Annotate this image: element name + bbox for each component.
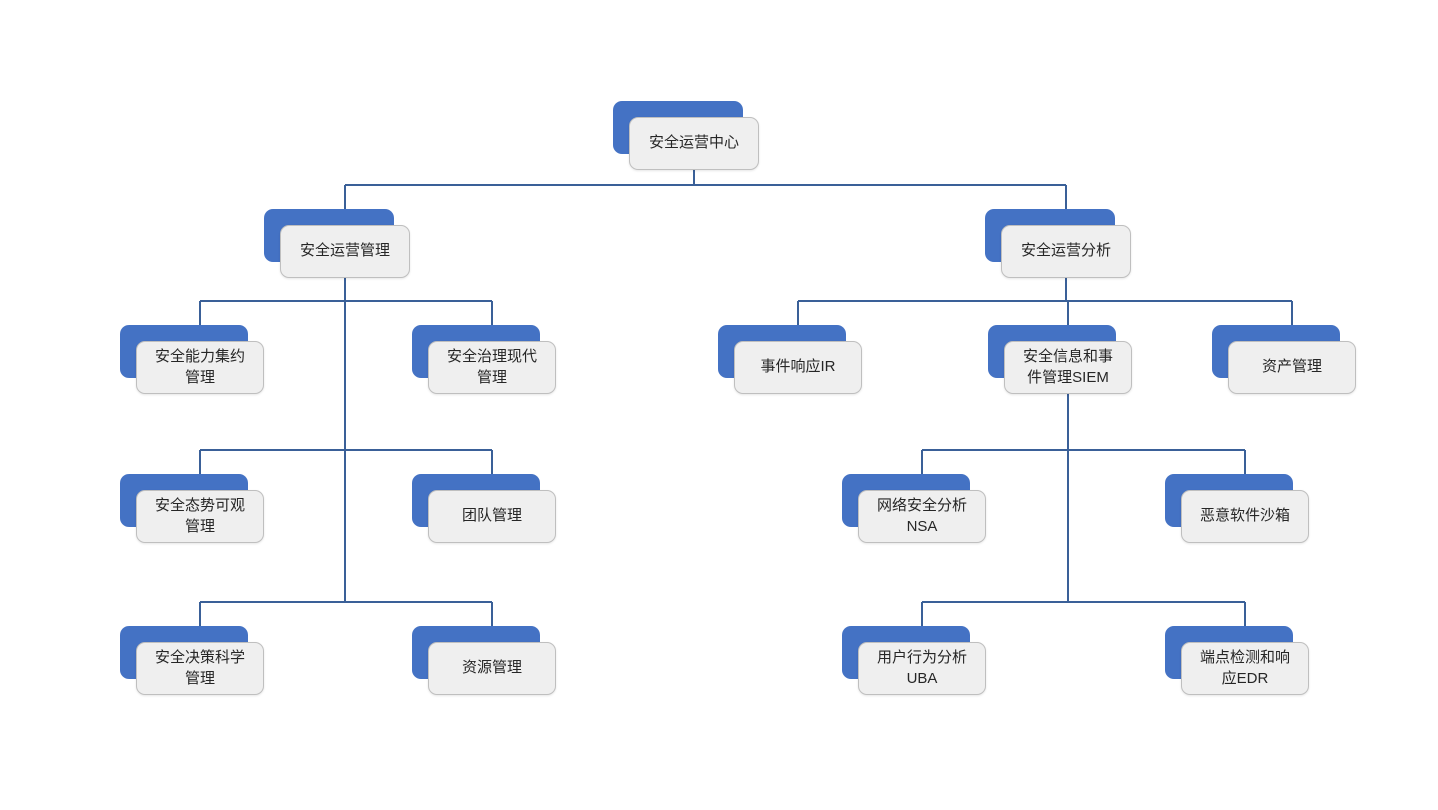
node-card[interactable]: 安全治理现代 管理 <box>428 341 556 394</box>
node-label: 团队管理 <box>461 507 522 525</box>
node-l2a[interactable]: 安全运营管理 <box>264 209 410 278</box>
node-label: 安全能力集约 管理 <box>154 348 245 386</box>
node-card[interactable]: 用户行为分析 UBA <box>858 642 986 695</box>
node-l3a2[interactable]: 安全治理现代 管理 <box>412 325 556 394</box>
node-l3b6[interactable]: 用户行为分析 UBA <box>842 626 986 695</box>
node-label: 安全运营分析 <box>1020 242 1111 260</box>
node-label: 资产管理 <box>1261 358 1322 376</box>
node-l3a5[interactable]: 安全决策科学 管理 <box>120 626 264 695</box>
node-card[interactable]: 网络安全分析 NSA <box>858 490 986 543</box>
node-label: 安全信息和事 件管理SIEM <box>1022 348 1113 386</box>
node-l3a1[interactable]: 安全能力集约 管理 <box>120 325 264 394</box>
node-card[interactable]: 安全能力集约 管理 <box>136 341 264 394</box>
node-label: 安全治理现代 管理 <box>446 348 537 386</box>
node-card[interactable]: 资产管理 <box>1228 341 1356 394</box>
node-card[interactable]: 安全信息和事 件管理SIEM <box>1004 341 1132 394</box>
node-l3a3[interactable]: 安全态势可观 管理 <box>120 474 264 543</box>
node-card[interactable]: 事件响应IR <box>734 341 862 394</box>
node-l3a4[interactable]: 团队管理 <box>412 474 556 543</box>
node-label: 安全决策科学 管理 <box>154 649 245 687</box>
node-card[interactable]: 安全运营分析 <box>1001 225 1131 278</box>
node-label: 恶意软件沙箱 <box>1199 507 1290 525</box>
node-card[interactable]: 恶意软件沙箱 <box>1181 490 1309 543</box>
node-card[interactable]: 安全运营中心 <box>629 117 759 170</box>
node-label: 事件响应IR <box>760 358 836 376</box>
node-label: 安全运营管理 <box>299 242 390 260</box>
node-card[interactable]: 安全态势可观 管理 <box>136 490 264 543</box>
node-label: 安全态势可观 管理 <box>154 497 245 535</box>
node-label: 资源管理 <box>461 659 522 677</box>
node-root[interactable]: 安全运营中心 <box>613 101 759 170</box>
node-label: 网络安全分析 NSA <box>876 497 967 535</box>
node-card[interactable]: 资源管理 <box>428 642 556 695</box>
node-card[interactable]: 端点检测和响 应EDR <box>1181 642 1309 695</box>
node-label: 用户行为分析 UBA <box>876 649 967 687</box>
node-l3b5[interactable]: 恶意软件沙箱 <box>1165 474 1309 543</box>
node-card[interactable]: 团队管理 <box>428 490 556 543</box>
node-l3b3[interactable]: 资产管理 <box>1212 325 1356 394</box>
node-label: 安全运营中心 <box>648 134 739 152</box>
node-l3a6[interactable]: 资源管理 <box>412 626 556 695</box>
node-l3b7[interactable]: 端点检测和响 应EDR <box>1165 626 1309 695</box>
node-card[interactable]: 安全运营管理 <box>280 225 410 278</box>
node-l3b1[interactable]: 事件响应IR <box>718 325 862 394</box>
node-l3b4[interactable]: 网络安全分析 NSA <box>842 474 986 543</box>
node-l3b2[interactable]: 安全信息和事 件管理SIEM <box>988 325 1132 394</box>
node-card[interactable]: 安全决策科学 管理 <box>136 642 264 695</box>
node-label: 端点检测和响 应EDR <box>1199 649 1290 687</box>
node-l2b[interactable]: 安全运营分析 <box>985 209 1131 278</box>
